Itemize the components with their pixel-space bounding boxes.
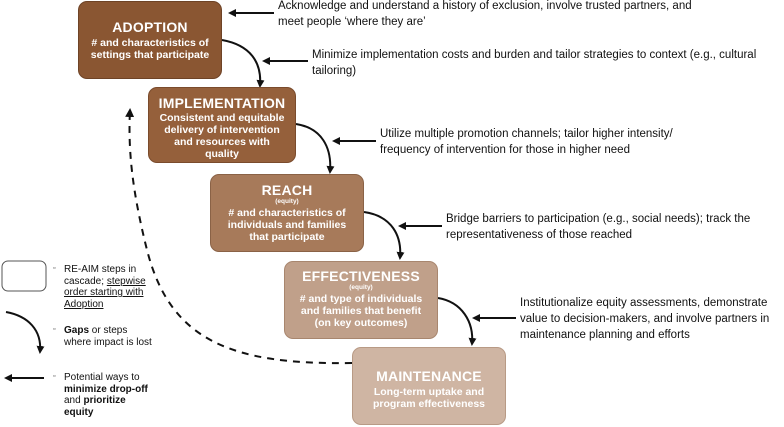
- step-box-implementation: IMPLEMENTATION Consistent and equitable …: [148, 87, 296, 163]
- legend-gaps-plain: or steps where impact is lost: [64, 325, 152, 348]
- cascade-arrow-2: [295, 123, 335, 174]
- legend-ways-bold-1: minimize drop-off: [64, 383, 148, 395]
- legend-steps-text: RE-AIM steps in cascade; stepwise order …: [64, 264, 154, 310]
- step-equity-tag: (equity): [275, 198, 299, 205]
- step-title: EFFECTIVENESS: [302, 268, 420, 284]
- strategy-note-reach: Utilize multiple promotion channels; tai…: [380, 128, 673, 156]
- legend-step-box-icon: [1, 260, 47, 292]
- step-description: # and characteristics of individuals and…: [227, 207, 347, 243]
- step-box-adoption: ADOPTION # and characteristics of settin…: [78, 1, 222, 79]
- strategy-note-maintenance: Institutionalize equity assessments, dem…: [520, 297, 770, 341]
- legend-steps-plain: RE-AIM steps in cascade;: [64, 264, 137, 287]
- legend-steps-underlined: stepwise order starting with Adoption: [64, 275, 146, 310]
- legend-gap-arrow-icon: [5, 311, 45, 354]
- legend-ways-text: Potential ways to minimize drop-off and …: [64, 372, 154, 418]
- legend-gaps-text: Gaps or steps where impact is lost: [64, 325, 154, 348]
- cascade-arrow-3: [363, 211, 405, 260]
- cascade-arrow-4: [437, 297, 477, 346]
- legend-bullet: ▫: [53, 373, 56, 380]
- legend-ways-plain: Potential ways to: [64, 372, 140, 383]
- legend-ways-mid: and: [64, 395, 84, 406]
- cascade-arrow-1: [221, 39, 265, 88]
- step-title: IMPLEMENTATION: [158, 95, 286, 111]
- step-title: MAINTENANCE: [376, 368, 482, 384]
- strategy-note-adoption: Acknowledge and understand a history of …: [278, 0, 692, 28]
- step-description: # and type of individuals and families t…: [299, 293, 423, 329]
- step-description: Consistent and equitable delivery of int…: [159, 112, 285, 160]
- step-description: # and characteristics of settings that p…: [90, 37, 210, 61]
- step-box-reach: REACH (equity) # and characteristics of …: [210, 174, 364, 252]
- legend-ways-bold-2: prioritize equity: [64, 395, 126, 418]
- strategy-note-implementation: Minimize implementation costs and burden…: [312, 49, 757, 77]
- step-title: REACH: [261, 182, 313, 198]
- legend-bullet: ▫: [53, 265, 56, 272]
- feedback-dashed-arrow: [125, 108, 353, 365]
- step-title: ADOPTION: [112, 19, 188, 35]
- step-equity-tag: (equity): [349, 284, 373, 291]
- strategy-note-effectiveness: Bridge barriers to participation (e.g., …: [446, 213, 751, 241]
- step-box-maintenance: MAINTENANCE Long-term uptake and program…: [352, 347, 506, 425]
- legend-bullet: ▫: [53, 326, 56, 333]
- step-box-effectiveness: EFFECTIVENESS (equity) # and type of ind…: [284, 261, 438, 339]
- legend-gaps-bold: Gaps: [64, 325, 90, 336]
- step-description: Long-term uptake and program effectivene…: [372, 386, 486, 410]
